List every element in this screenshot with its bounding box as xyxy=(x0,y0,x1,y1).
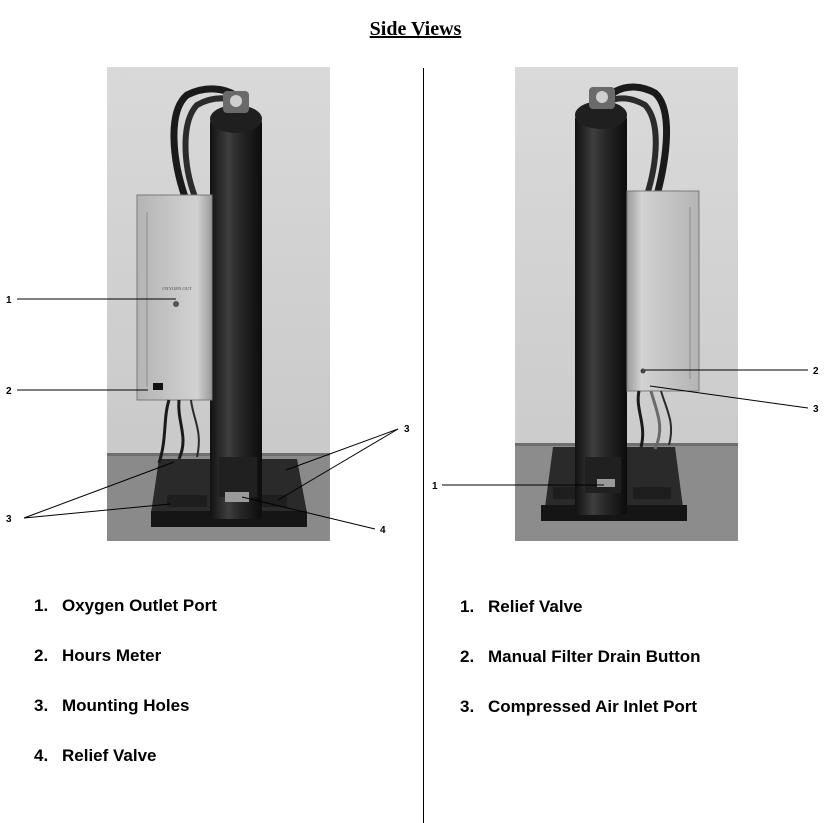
callout-number: 3 xyxy=(6,514,12,525)
list-item: 3.Mounting Holes xyxy=(34,696,190,715)
legend-label: Hours Meter xyxy=(62,646,162,665)
right-legend-list: 1.Relief Valve 2.Manual Filter Drain But… xyxy=(460,597,701,747)
callout-number: 4 xyxy=(380,525,386,536)
panel-oxygen-out-text: OXYGEN OUT xyxy=(162,286,192,291)
list-item: 2.Manual Filter Drain Button xyxy=(460,647,701,666)
legend-label: Manual Filter Drain Button xyxy=(488,647,701,666)
left-side-view-photo: OXYGEN OUT xyxy=(107,67,330,541)
list-item: 1.Relief Valve xyxy=(460,597,583,616)
list-item: 2.Hours Meter xyxy=(34,646,162,665)
callout-number: 1 xyxy=(432,481,438,492)
legend-label: Mounting Holes xyxy=(62,696,190,715)
list-item: 1.Oxygen Outlet Port xyxy=(34,596,217,615)
callout-number: 2 xyxy=(6,386,12,397)
legend-label: Relief Valve xyxy=(62,746,157,765)
legend-label: Compressed Air Inlet Port xyxy=(488,697,698,716)
page-title: Side Views xyxy=(369,18,462,40)
right-side-view-photo xyxy=(515,67,738,541)
callout-number: 3 xyxy=(813,404,819,415)
list-item: 4.Relief Valve xyxy=(34,746,157,765)
legend-label: Relief Valve xyxy=(488,597,583,616)
callout-number: 3 xyxy=(404,424,410,435)
callout-number: 1 xyxy=(6,295,12,306)
list-item: 3.Compressed Air Inlet Port xyxy=(460,697,698,716)
column-divider xyxy=(423,68,424,823)
callout-number: 2 xyxy=(813,366,819,377)
left-legend-list: 1.Oxygen Outlet Port 2.Hours Meter 3.Mou… xyxy=(34,596,217,796)
legend-label: Oxygen Outlet Port xyxy=(62,596,217,615)
